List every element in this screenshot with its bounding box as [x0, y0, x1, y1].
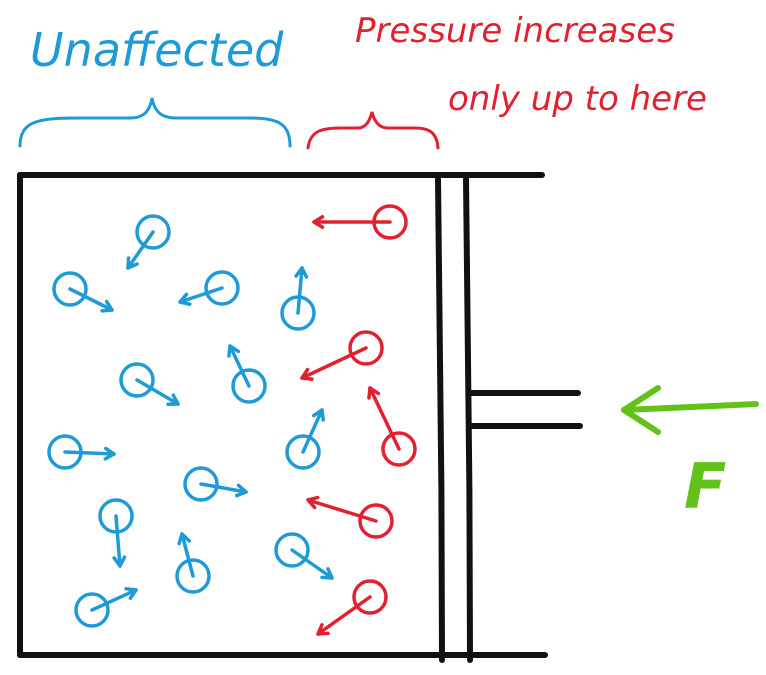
red-molecule-3 — [367, 386, 417, 467]
force-arrow — [621, 385, 759, 435]
red-molecule-1 — [312, 204, 408, 240]
red-molecule-4 — [306, 495, 394, 539]
blue-molecule-6 — [227, 344, 267, 404]
blue-molecule-3 — [178, 270, 240, 307]
blue-molecule-10 — [98, 498, 134, 568]
blue-molecule-11 — [274, 532, 334, 580]
blue-molecule-8 — [285, 408, 325, 470]
blue-molecule-1 — [126, 214, 171, 270]
blue-molecule-9 — [183, 466, 248, 502]
pressure-label-line1: Pressure increases — [355, 11, 675, 51]
piston — [435, 175, 583, 663]
piston-head-right — [463, 175, 473, 663]
force-label: F — [684, 450, 726, 523]
red-molecule-5 — [316, 579, 388, 636]
blue-molecule-12 — [175, 532, 211, 594]
unaffected-label: Unaffected — [30, 23, 284, 77]
blue-molecule-5 — [119, 362, 180, 406]
blue-molecule-7 — [47, 434, 116, 470]
container — [17, 172, 548, 658]
molecules — [47, 204, 417, 636]
blue-molecule-2 — [52, 271, 114, 313]
red-molecule-2 — [300, 330, 384, 381]
pressure-brace — [306, 111, 440, 150]
pressure-label-line2: only up to here — [448, 79, 707, 119]
piston-head-left — [435, 175, 445, 663]
blue-molecule-13 — [74, 587, 138, 628]
blue-molecule-4 — [280, 266, 316, 331]
unaffected-brace — [18, 97, 292, 148]
